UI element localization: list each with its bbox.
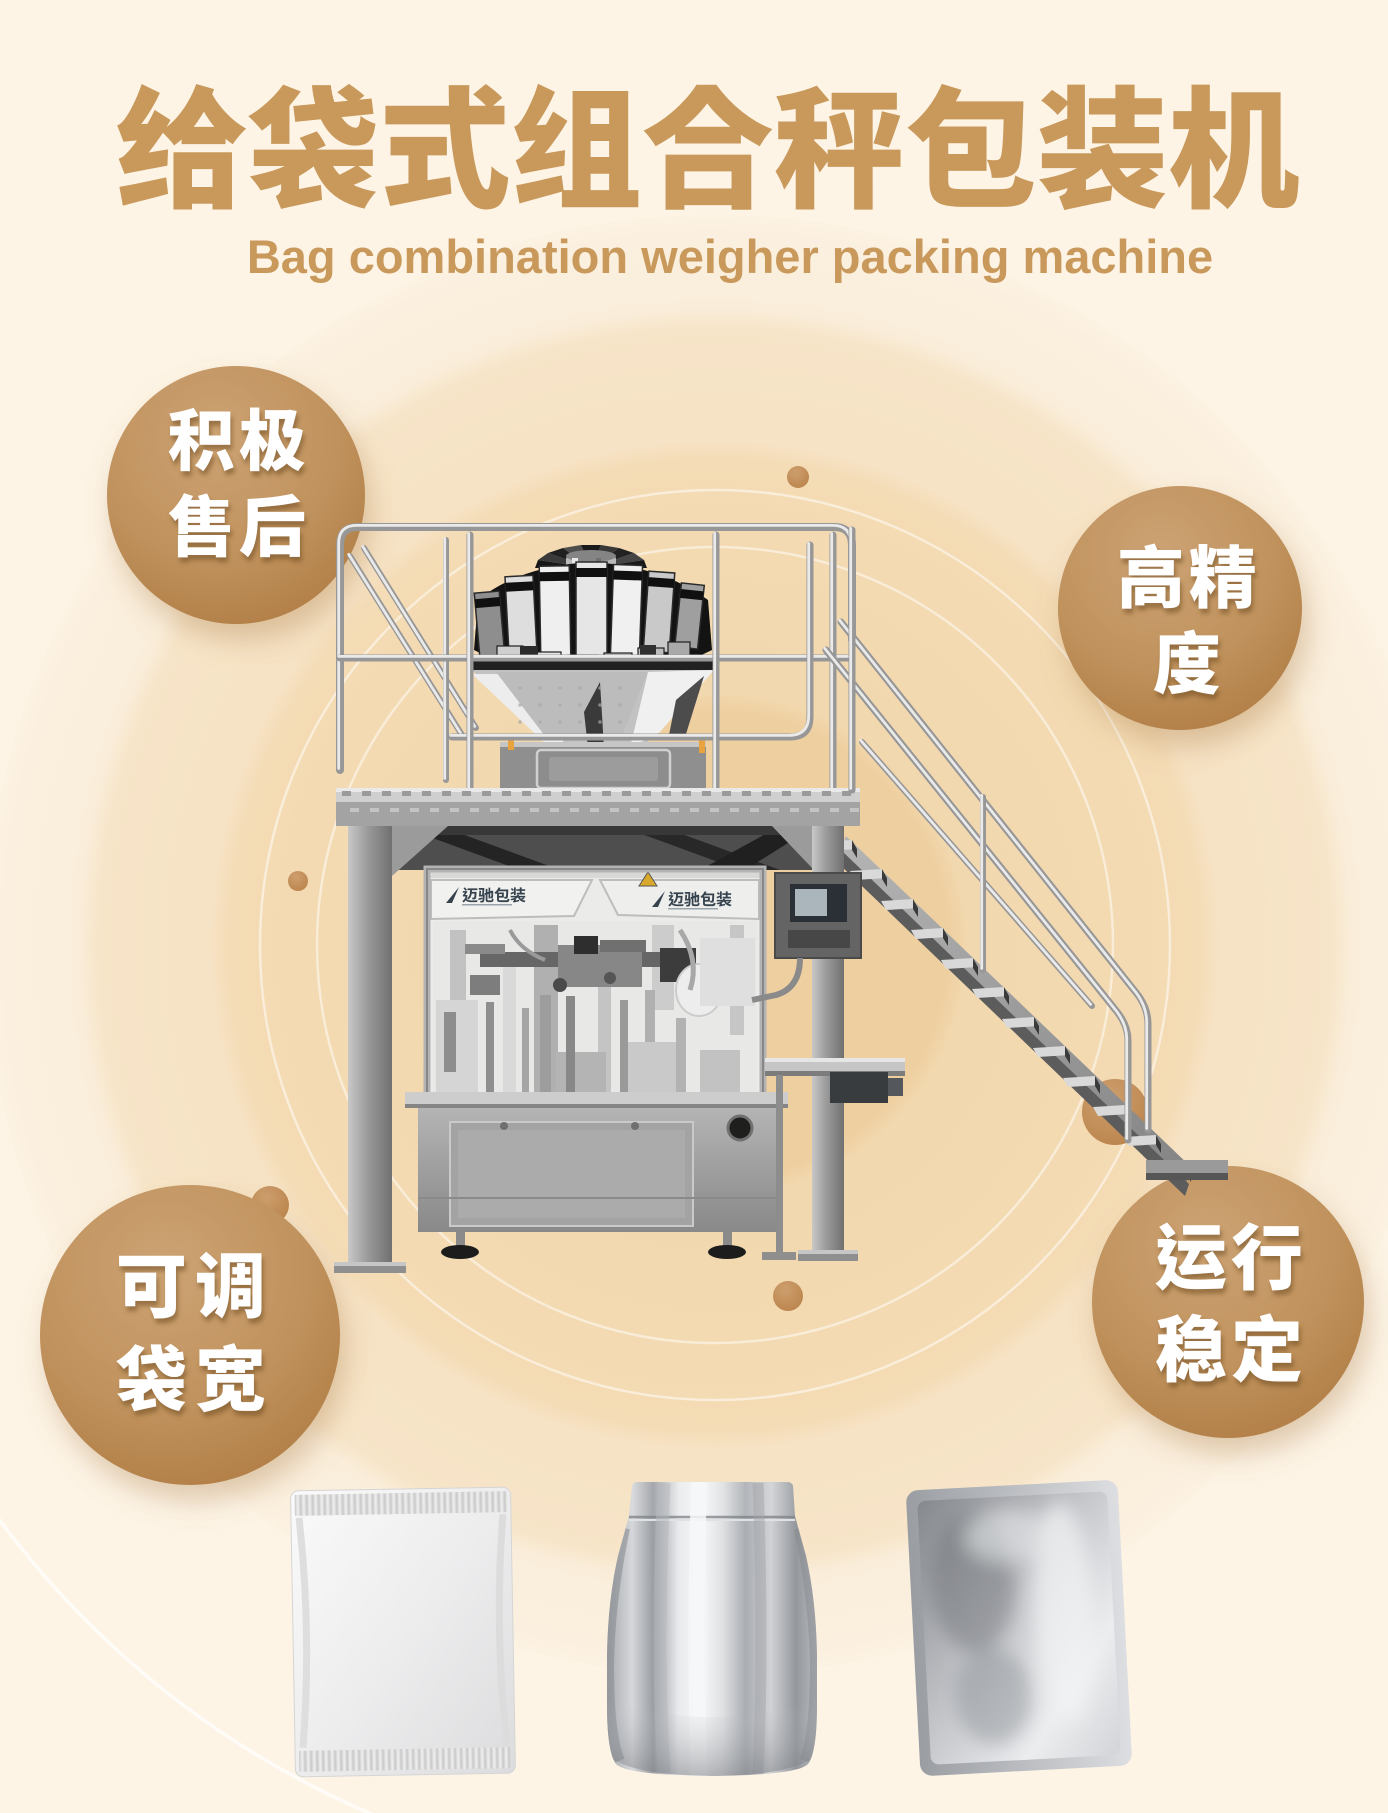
svg-text:Bag combination weigher packin: Bag combination weigher packing machine bbox=[247, 230, 1213, 283]
